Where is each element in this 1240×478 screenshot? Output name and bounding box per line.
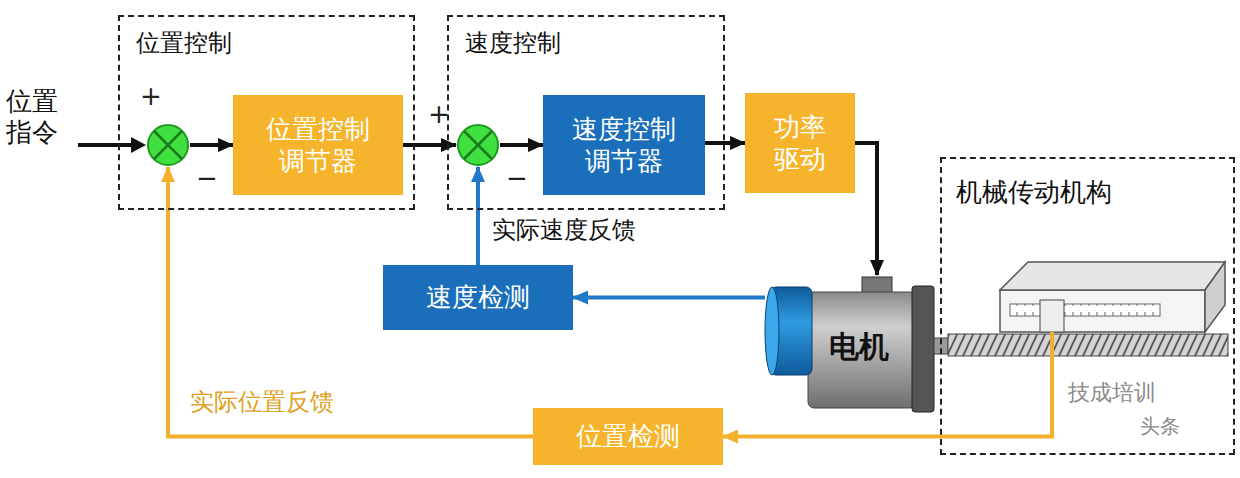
summing-circle [456,123,500,167]
sign-label: − [506,165,528,191]
motor: 电机 [765,275,935,412]
command-arrow [78,137,146,153]
sign-label: + [140,83,162,109]
box-label: 速度检测 [426,281,530,314]
sign-label: + [428,101,450,127]
summing-junction: +− [456,123,500,167]
group-title: 速度控制 [465,27,561,59]
connector [168,167,533,437]
connector [723,435,940,439]
process-box: 功率驱动 [745,93,855,193]
box-label: 位置控制调节器 [263,113,372,178]
watermark: 技成培训 [1068,380,1156,406]
process-box: 位置控制调节器 [233,95,403,195]
connector [573,296,765,300]
group-title: 位置控制 [136,27,232,59]
sign-label: − [196,165,218,191]
connector [855,143,877,275]
connector [500,143,543,147]
control-group: 位置控制+−位置控制调节器 [118,15,415,210]
motor-illustration [765,277,948,412]
control-group: 速度控制 +− 速度控制调节器 [447,15,725,210]
edge-label: 实际位置反馈 [188,386,336,418]
lead-screw-table [940,262,1228,437]
connector [190,143,233,147]
box-label: 位置检测 [576,420,680,453]
process-box: 速度控制调节器 [543,95,705,195]
group-title: 机械传动机构 [956,175,1112,210]
box-label: 功率驱动 [771,111,828,176]
process-box: 速度检测 [383,265,573,330]
edge-label: 实际速度反馈 [490,214,638,246]
summing-junction: +− [146,123,190,167]
connector [476,167,480,265]
box-label: 速度控制调节器 [569,113,678,178]
process-box: 位置检测 [533,408,723,465]
watermark: 头条 [1140,414,1180,438]
mechanism-group: 机械传动机构 [940,157,1235,455]
input-label: 位置指令 [6,86,63,148]
motor-label: 电机 [829,327,889,368]
summing-circle [146,123,190,167]
connector [705,141,745,145]
